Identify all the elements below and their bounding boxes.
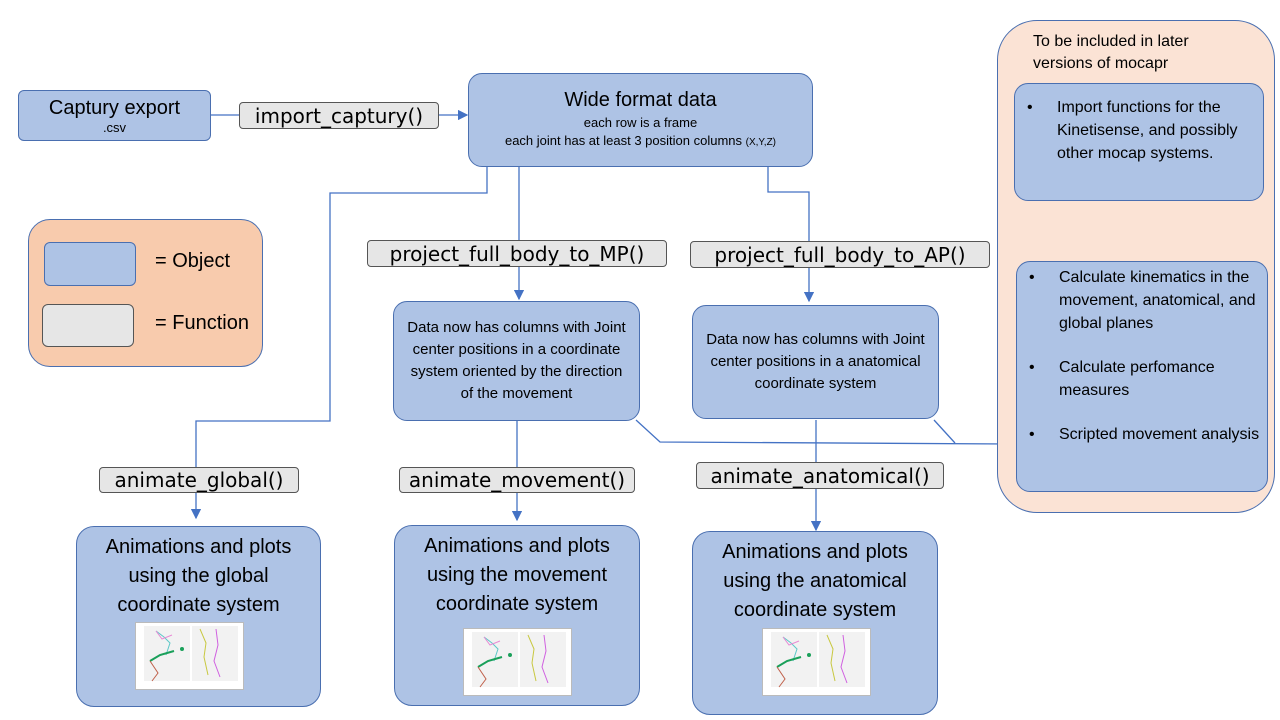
later-versions-title: To be included in later versions of moca… — [1033, 33, 1189, 72]
later-item: Import functions for the Kinetisense, an… — [1027, 96, 1263, 165]
later-box2-list: Calculate kinematics in the movement, an… — [1017, 266, 1267, 467]
wide-format-line2-wrap: each joint has at least 3 position colum… — [505, 132, 776, 152]
animate-anatomical-function: animate_anatomical() — [696, 462, 944, 489]
later-item: Scripted movement analysis — [1029, 423, 1267, 446]
mp-data-box: Data now has columns with Joint center p… — [393, 301, 640, 421]
ap-data-text: Data now has columns with Joint center p… — [706, 331, 925, 392]
mp-data-text: Data now has columns with Joint center p… — [407, 319, 626, 402]
arrow-ap-to-later — [933, 419, 956, 444]
later-item: Calculate perfomance measures — [1029, 356, 1267, 402]
wide-format-line1: each row is a frame — [583, 115, 698, 130]
output-global-text: Animations and plots using the global co… — [105, 536, 292, 616]
later-box-calculations: Calculate kinematics in the movement, an… — [1016, 261, 1268, 492]
later-box1-list: Import functions for the Kinetisense, an… — [1015, 96, 1263, 165]
skeleton-plot-image-global — [135, 622, 244, 690]
arrow-mp-to-later — [635, 419, 1012, 450]
skeleton-plot-graphic — [144, 626, 238, 682]
skeleton-plot-graphic — [472, 632, 566, 688]
captury-export-box: Captury export .csv — [18, 90, 211, 141]
later-item: Calculate kinematics in the movement, an… — [1029, 266, 1267, 335]
legend-function-label: = Function — [155, 312, 249, 334]
output-movement-text: Animations and plots using the movement … — [424, 535, 610, 615]
arrow-wide-to-global — [190, 167, 488, 520]
skeleton-plot-graphic — [771, 632, 865, 688]
wide-format-line2: each joint has at least 3 position colum… — [504, 133, 742, 148]
project-mp-function: project_full_body_to_MP() — [367, 240, 667, 267]
arrow-wide-to-ap — [767, 167, 815, 303]
project-ap-function: project_full_body_to_AP() — [690, 241, 990, 268]
legend-function-swatch — [42, 304, 134, 347]
later-box-import: Import functions for the Kinetisense, an… — [1014, 83, 1264, 201]
ap-data-box: Data now has columns with Joint center p… — [692, 305, 939, 419]
wide-format-title: Wide format data — [564, 89, 717, 111]
skeleton-plot-image-movement — [463, 628, 572, 696]
output-global-box: Animations and plots using the global co… — [76, 526, 321, 707]
animate-global-function: animate_global() — [99, 467, 299, 493]
captury-export-title: Captury export — [48, 97, 181, 119]
captury-export-subtitle: .csv — [102, 120, 127, 135]
legend-object-swatch — [44, 242, 136, 286]
import-captury-function: import_captury() — [239, 102, 439, 129]
output-anatomical-box: Animations and plots using the anatomica… — [692, 531, 938, 715]
legend-object-label: = Object — [155, 250, 231, 272]
wide-format-data-box: Wide format data each row is a frame eac… — [468, 73, 813, 167]
wide-format-line2-small: (X,Y,Z) — [745, 137, 777, 148]
output-anatomical-text: Animations and plots using the anatomica… — [722, 541, 908, 621]
animate-movement-function: animate_movement() — [399, 467, 635, 493]
skeleton-plot-image-anatomical — [762, 628, 871, 696]
